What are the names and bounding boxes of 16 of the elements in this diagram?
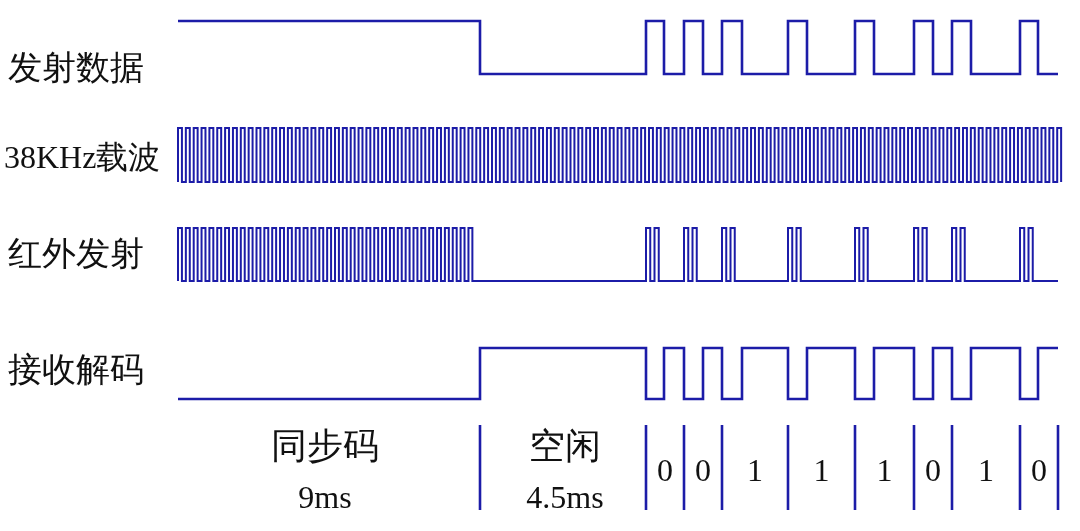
bit-value: 0 (695, 454, 711, 486)
signal-name: 红外发射 (8, 237, 144, 271)
bit-value: 0 (657, 454, 673, 486)
signal-name: 接收解码 (8, 353, 144, 387)
bit-value: 1 (978, 454, 994, 486)
signal-name: 38KHz载波 (4, 141, 161, 173)
bit-value: 1 (813, 454, 830, 486)
segment-label: 9ms (298, 481, 352, 513)
bit-value: 0 (1031, 454, 1047, 486)
bit-value: 1 (876, 454, 893, 486)
bit-value: 0 (925, 454, 941, 486)
segment-label: 空闲 (529, 428, 601, 464)
bit-value: 1 (747, 454, 763, 486)
signal-name: 发射数据 (8, 51, 144, 85)
segment-label: 同步码 (271, 428, 379, 464)
segment-label: 4.5ms (526, 481, 604, 513)
